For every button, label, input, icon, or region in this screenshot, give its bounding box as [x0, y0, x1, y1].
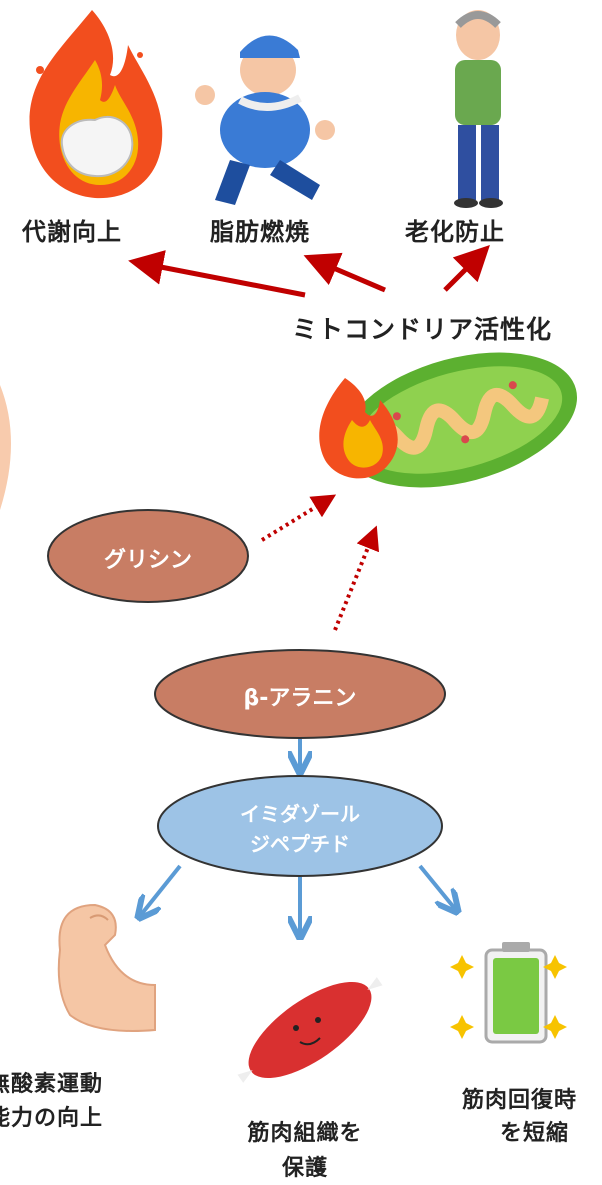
- running-man-icon: [195, 35, 335, 205]
- arrow-to-anti-aging: [443, 245, 490, 292]
- label-anaerobic-line1: 無酸素運動: [0, 1072, 104, 1097]
- elderly-man-icon: [454, 10, 503, 208]
- mitochondria-icon: [319, 352, 578, 488]
- imidazole-node: [157, 775, 443, 877]
- glycine-text: グリシン: [103, 548, 192, 573]
- arrow-to-recovery: [418, 864, 456, 910]
- label-muscle-line1: 筋肉組織を: [247, 1121, 363, 1146]
- partial-shape: [0, 385, 11, 510]
- arrow-to-anaerobic: [140, 864, 182, 916]
- beta-alanine-text: β-アラニン: [243, 686, 357, 711]
- fire-icon: [29, 10, 163, 199]
- label-recovery-line1: 筋肉回復時: [462, 1088, 578, 1113]
- muscle-icon: [237, 977, 383, 1083]
- imidazole-text-line1: イミダゾール: [240, 802, 360, 826]
- arrow-to-fat-burn: [303, 252, 386, 293]
- glycine-node: [47, 509, 249, 603]
- flexed-arm-icon: [57, 903, 156, 1032]
- arrow-alanine-to-mito: [333, 525, 380, 631]
- imidazole-text-line2: ジペプチド: [250, 832, 350, 856]
- beta-alanine-node: [154, 649, 446, 739]
- label-recovery-line2: を短縮: [500, 1121, 570, 1146]
- arrow-glycine-to-mito: [260, 494, 337, 542]
- label-muscle-line2: 保護: [281, 1156, 328, 1181]
- label-anaerobic-line2: 能力の向上: [0, 1106, 104, 1131]
- label-metabolism: 代謝向上: [22, 218, 122, 246]
- label-mitochondria-activation: ミトコンドリア活性化: [292, 315, 553, 344]
- label-anti-aging: 老化防止: [405, 218, 505, 246]
- label-fat-burn: 脂肪燃焼: [210, 218, 310, 246]
- battery-icon: [450, 942, 567, 1044]
- arrow-to-metabolism: [128, 250, 306, 298]
